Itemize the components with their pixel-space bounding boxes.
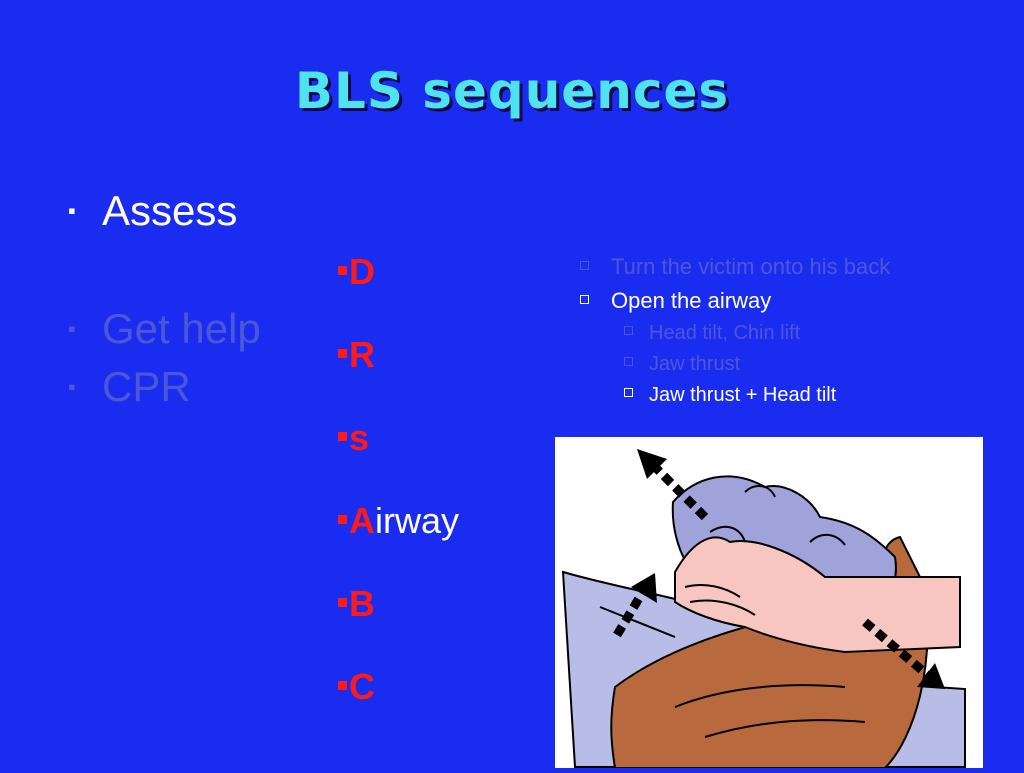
finger-line [684,584,741,598]
hair-strand [674,684,846,708]
closed-eye [809,533,846,546]
left-item-get-help: ▪ Get help [62,300,261,358]
arrow-line-head-tilt [649,461,709,521]
arrow-head-icon [637,449,667,479]
bls-main-steps: ▪ Assess ▪ Get help ▪ CPR [62,182,261,416]
airway-steps: Turn the victim onto his back Open the a… [580,250,890,411]
drs-item-s: s [338,416,459,499]
step-text: Jaw thrust + Head tilt [649,384,837,406]
step-text: Jaw thrust [649,353,741,375]
drs-rest: irway [375,500,460,541]
hair-shape [610,535,929,769]
pillow-crease [599,606,676,638]
drs-letter: s [349,417,370,458]
hollow-square-bullet-icon [624,326,633,335]
hair-strand [704,719,866,738]
step-jaw-thrust: Jaw thrust [580,349,890,380]
drs-letter: R [349,334,375,375]
drs-letter: C [349,666,375,707]
drs-item-r: R [338,333,459,416]
step-open-airway: Open the airway [580,284,890,318]
hollow-square-bullet-icon [624,357,633,366]
drs-letter: D [349,251,375,292]
left-item-label: Get help [102,305,261,352]
square-bullet-icon [338,348,347,358]
square-bullet-icon: ▪ [68,316,76,341]
nose-line [744,485,776,498]
drs-item-d: D [338,250,459,333]
thumb-line [709,525,746,543]
illustration-svg [561,449,966,769]
step-turn-victim: Turn the victim onto his back [580,250,890,284]
step-text: Head tilt, Chin lift [649,322,801,344]
square-bullet-icon [338,431,347,441]
step-head-tilt-chin-lift: Head tilt, Chin lift [580,318,890,349]
left-item-label: CPR [102,363,191,410]
square-bullet-icon: ▪ [68,374,76,399]
arrow-line-jaw-thrust [862,618,933,681]
arrow-head-icon [917,663,945,689]
left-item-cpr: ▪ CPR [62,358,261,416]
jaw-thrust-head-tilt-illustration [555,437,983,769]
arrow-head-icon [631,573,657,603]
square-bullet-icon [338,680,347,690]
square-bullet-icon [338,514,347,524]
step-text: Turn the victim onto his back [611,254,891,279]
left-item-label: Assess [102,187,238,234]
hollow-square-bullet-icon [580,261,589,270]
drsabc-sequence: D R s Airway B C [338,250,459,748]
slide-title: BLS sequences [294,62,730,120]
square-bullet-icon [338,265,347,275]
drs-item-b: B [338,582,459,665]
square-bullet-icon: ▪ [68,198,76,223]
drs-item-a: Airway [338,499,459,582]
finger-line [689,599,756,616]
step-text: Open the airway [611,288,772,313]
drs-letter: B [349,583,375,624]
step-jaw-thrust-head-tilt: Jaw thrust + Head tilt [580,380,890,411]
left-item-assess: ▪ Assess [62,182,261,240]
square-bullet-icon [338,597,347,607]
rescuer-arm [674,536,961,654]
hollow-square-bullet-icon [580,295,589,304]
drs-item-c: C [338,665,459,748]
hollow-square-bullet-icon [624,388,633,397]
drs-letter: A [349,500,375,541]
